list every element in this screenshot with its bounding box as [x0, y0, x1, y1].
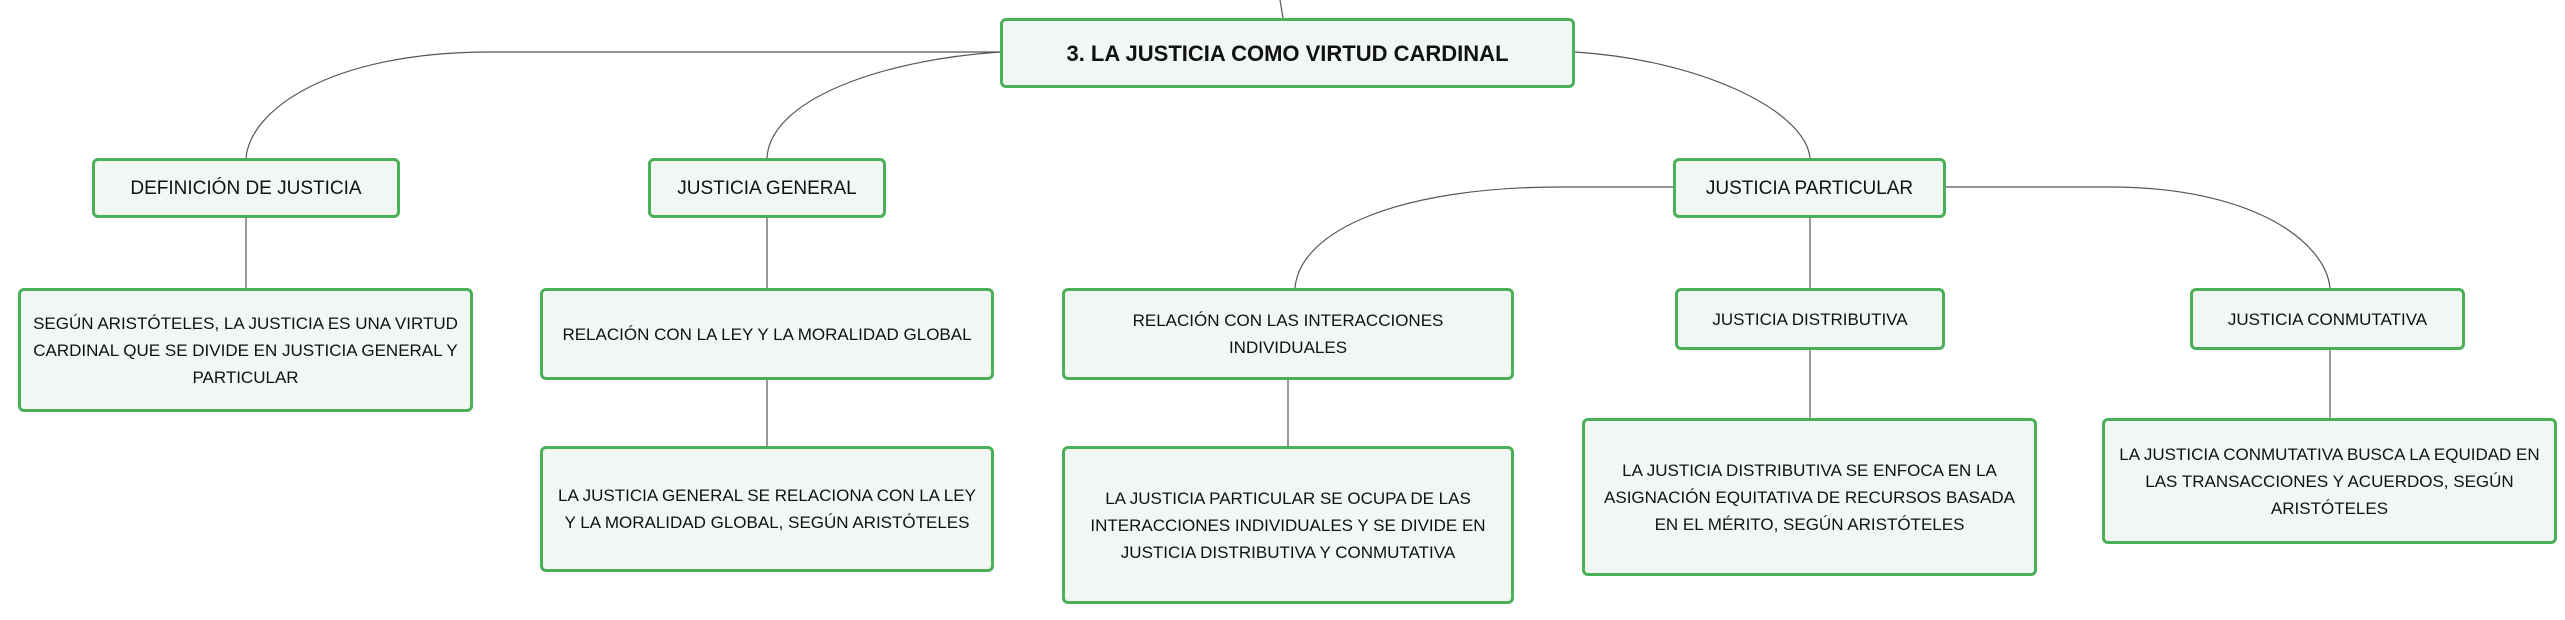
definicion-label: DEFINICIÓN DE JUSTICIA	[130, 177, 362, 199]
connector-root-parent	[1279, 0, 1284, 19]
general-detail-node[interactable]: LA JUSTICIA GENERAL SE RELACIONA CON LA …	[540, 446, 994, 572]
definicion-detail-node[interactable]: SEGÚN ARISTÓTELES, LA JUSTICIA ES UNA VI…	[18, 288, 473, 412]
conmutativa-detail-node[interactable]: LA JUSTICIA CONMUTATIVA BUSCA LA EQUIDAD…	[2102, 418, 2557, 544]
general-sub-node[interactable]: RELACIÓN CON LA LEY Y LA MORALIDAD GLOBA…	[540, 288, 994, 380]
particular-detail-text: LA JUSTICIA PARTICULAR SE OCUPA DE LAS I…	[1090, 488, 1486, 562]
distributiva-label: JUSTICIA DISTRIBUTIVA	[1712, 309, 1908, 329]
general-sub-text: RELACIÓN CON LA LEY Y LA MORALIDAD GLOBA…	[562, 324, 972, 344]
definicion-node[interactable]: DEFINICIÓN DE JUSTICIA	[92, 158, 400, 218]
conmutativa-detail-text: LA JUSTICIA CONMUTATIVA BUSCA LA EQUIDAD…	[2119, 444, 2540, 518]
particular-sub-node[interactable]: RELACIÓN CON LAS INTERACCIONES INDIVIDUA…	[1062, 288, 1514, 380]
connector-particular-relacion	[1294, 186, 1673, 289]
distributiva-detail-text: LA JUSTICIA DISTRIBUTIVA SE ENFOCA EN LA…	[1604, 460, 2015, 534]
distributiva-node[interactable]: JUSTICIA DISTRIBUTIVA	[1675, 288, 1945, 350]
connector-root-particular	[1574, 51, 1811, 159]
particular-sub-text: RELACIÓN CON LAS INTERACCIONES INDIVIDUA…	[1132, 311, 1444, 357]
connector-root-definicion	[245, 51, 1000, 159]
general-detail-text: LA JUSTICIA GENERAL SE RELACIONA CON LA …	[558, 486, 976, 532]
conmutativa-node[interactable]: JUSTICIA CONMUTATIVA	[2190, 288, 2465, 350]
distributiva-detail-node[interactable]: LA JUSTICIA DISTRIBUTIVA SE ENFOCA EN LA…	[1582, 418, 2037, 576]
connector-particular-conmutativa	[1946, 186, 2331, 289]
general-node[interactable]: JUSTICIA GENERAL	[648, 158, 886, 218]
particular-detail-node[interactable]: LA JUSTICIA PARTICULAR SE OCUPA DE LAS I…	[1062, 446, 1514, 604]
particular-label: JUSTICIA PARTICULAR	[1705, 177, 1914, 199]
general-label: JUSTICIA GENERAL	[677, 177, 857, 199]
connector-root-general	[766, 51, 1001, 159]
root-topic-node[interactable]: 3. LA JUSTICIA COMO VIRTUD CARDINAL	[1000, 18, 1575, 88]
conmutativa-label: JUSTICIA CONMUTATIVA	[2227, 309, 2428, 329]
particular-node[interactable]: JUSTICIA PARTICULAR	[1673, 158, 1946, 218]
definicion-detail-text: SEGÚN ARISTÓTELES, LA JUSTICIA ES UNA VI…	[33, 313, 458, 387]
root-topic-label: 3. LA JUSTICIA COMO VIRTUD CARDINAL	[1066, 40, 1509, 66]
